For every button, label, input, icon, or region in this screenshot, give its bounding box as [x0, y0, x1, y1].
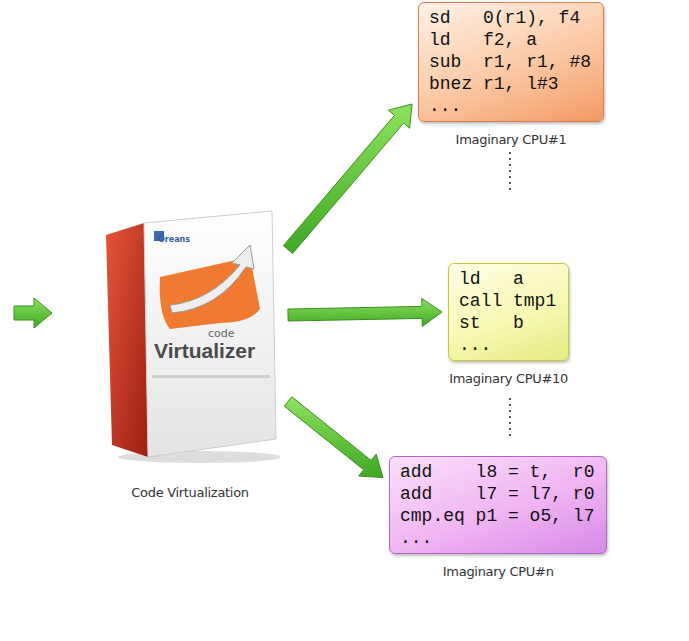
code-box: sd 0(r1), f4ld f2, asub r1, r1, #8bnez r… [418, 2, 604, 122]
flow-arrow [288, 298, 442, 326]
product-label: Virtualizer [154, 339, 255, 363]
code-line: ... [459, 334, 556, 356]
code-line: call tmp1 [459, 290, 556, 312]
box-caption: Code Virtualization [131, 485, 249, 500]
ellipsis-dots [509, 398, 511, 440]
code-line: bnez r1, l#3 [429, 73, 591, 95]
product-label: code [208, 327, 235, 340]
code-line: sd 0(r1), f4 [429, 7, 591, 29]
code-line: ld a [459, 268, 556, 290]
code-box: ld acall tmp1st b...Imaginary CPU#10 [448, 263, 569, 361]
flow-arrow [283, 104, 412, 253]
code-line: add l7 = l7, r0 [400, 483, 594, 505]
code-line: ld f2, a [429, 29, 591, 51]
product-box: OreanscodeVirtualizerCode Virtualization [100, 205, 280, 467]
code-line: sub r1, r1, #8 [429, 51, 591, 73]
box-side [106, 223, 148, 457]
cpu-caption: Imaginary CPU#n [443, 564, 554, 579]
code-line: st b [459, 312, 556, 334]
code-line: add l8 = t, r0 [400, 461, 594, 483]
input-arrow [14, 298, 52, 328]
flow-arrow [284, 397, 383, 478]
box-stripe [152, 375, 270, 378]
code-line: ... [429, 95, 591, 117]
code-line: ... [400, 527, 594, 549]
product-label: Oreans [158, 235, 190, 244]
code-line: cmp.eq p1 = o5, l7 [400, 505, 594, 527]
code-box: add l8 = t, r0add l7 = l7, r0cmp.eq p1 =… [389, 456, 607, 554]
ellipsis-dots [509, 152, 511, 192]
cpu-caption: Imaginary CPU#10 [449, 371, 568, 386]
software-box-illustration [100, 205, 280, 467]
cpu-caption: Imaginary CPU#1 [456, 132, 567, 147]
box-front [144, 211, 276, 457]
logo-arrow [170, 245, 254, 313]
